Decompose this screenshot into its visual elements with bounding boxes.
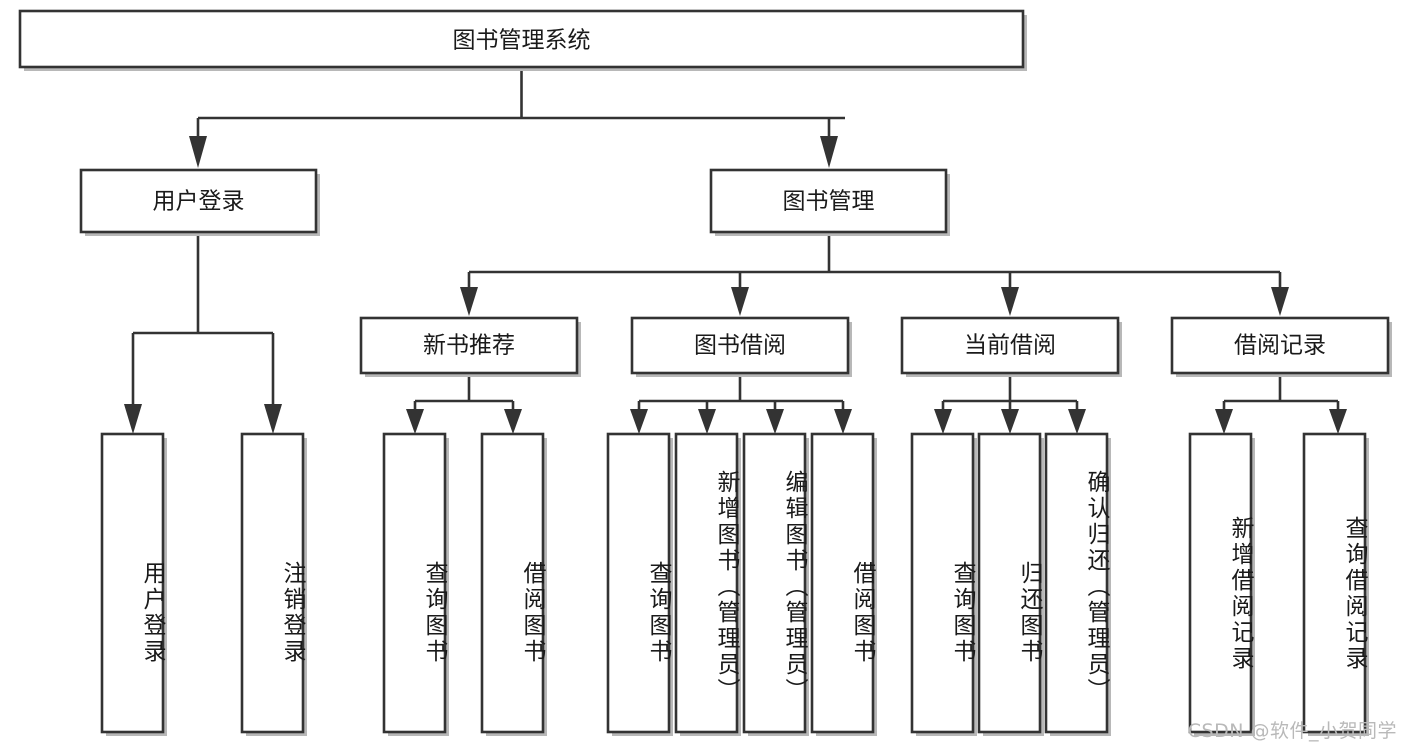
node-root[interactable]: 图书管理系统 — [18, 9, 1027, 71]
arrow-to-bb-leaf-1 — [630, 409, 648, 434]
arrow-to-book-borrow — [731, 287, 749, 316]
node-book-management-label: 图书管理 — [783, 189, 875, 215]
leaf-node-bb-query-book[interactable] — [606, 432, 673, 736]
watermark-text: CSDN @软件_小贺同学 — [1187, 720, 1397, 742]
arrow-to-cb-leaf-2 — [1001, 409, 1019, 434]
arrowheads-layer — [124, 136, 1347, 434]
leaf-node-nb-query-book[interactable] — [382, 432, 449, 736]
leaf-node-bb-edit-book[interactable] — [742, 432, 809, 736]
arrow-to-cb-leaf-3 — [1068, 409, 1086, 434]
node-new-book-recommend-label: 新书推荐 — [423, 333, 515, 359]
arrow-to-book-mgmt — [820, 136, 838, 168]
node-root-label: 图书管理系统 — [453, 28, 591, 54]
edges-layer — [131, 69, 1340, 409]
arrow-to-user-login — [189, 136, 207, 168]
arrow-to-leaf-user-login — [124, 404, 142, 434]
node-book-borrow[interactable]: 图书借阅 — [630, 316, 852, 377]
leaf-node-bb-borrow-book[interactable] — [810, 432, 877, 736]
node-new-book-recommend[interactable]: 新书推荐 — [359, 316, 581, 377]
arrow-to-cb-leaf-1 — [934, 409, 952, 434]
arrow-to-bb-leaf-4 — [834, 409, 852, 434]
leaf-node-bb-add-book[interactable] — [674, 432, 741, 736]
arrow-to-current-borrow — [1001, 287, 1019, 316]
arrow-to-nb-leaf-1 — [406, 409, 424, 434]
leaf-node-cb-confirm-return[interactable] — [1044, 432, 1111, 736]
arrow-to-borrow-record — [1271, 287, 1289, 316]
leaf-node-br-add-record[interactable] — [1188, 432, 1255, 736]
arrow-to-new-book — [460, 287, 478, 316]
nodes-layer: 图书管理系统 用户登录 图书管理 新书推荐 — [18, 9, 1392, 736]
node-user-login-label: 用户登录 — [153, 189, 245, 215]
arrow-to-br-leaf-2 — [1329, 409, 1347, 434]
arrow-to-nb-leaf-2 — [504, 409, 522, 434]
leaf-node-nb-borrow-book[interactable] — [480, 432, 547, 736]
node-user-login[interactable]: 用户登录 — [79, 168, 320, 236]
node-current-borrow-label: 当前借阅 — [964, 333, 1056, 359]
arrow-to-br-leaf-1 — [1215, 409, 1233, 434]
leaf-node-user-login[interactable] — [100, 432, 167, 736]
leaf-node-logout[interactable] — [240, 432, 307, 736]
leaf-node-br-query-record[interactable] — [1302, 432, 1369, 736]
arrow-to-bb-leaf-2 — [698, 409, 716, 434]
arrow-to-bb-leaf-3 — [766, 409, 784, 434]
node-borrow-record-label: 借阅记录 — [1234, 333, 1326, 359]
node-book-borrow-label: 图书借阅 — [694, 333, 786, 359]
node-current-borrow[interactable]: 当前借阅 — [900, 316, 1122, 377]
arrow-to-leaf-logout — [264, 404, 282, 434]
node-book-management[interactable]: 图书管理 — [709, 168, 950, 236]
leaf-node-cb-query-book[interactable] — [910, 432, 977, 736]
leaf-node-cb-return-book[interactable] — [977, 432, 1044, 736]
node-borrow-record[interactable]: 借阅记录 — [1170, 316, 1392, 377]
